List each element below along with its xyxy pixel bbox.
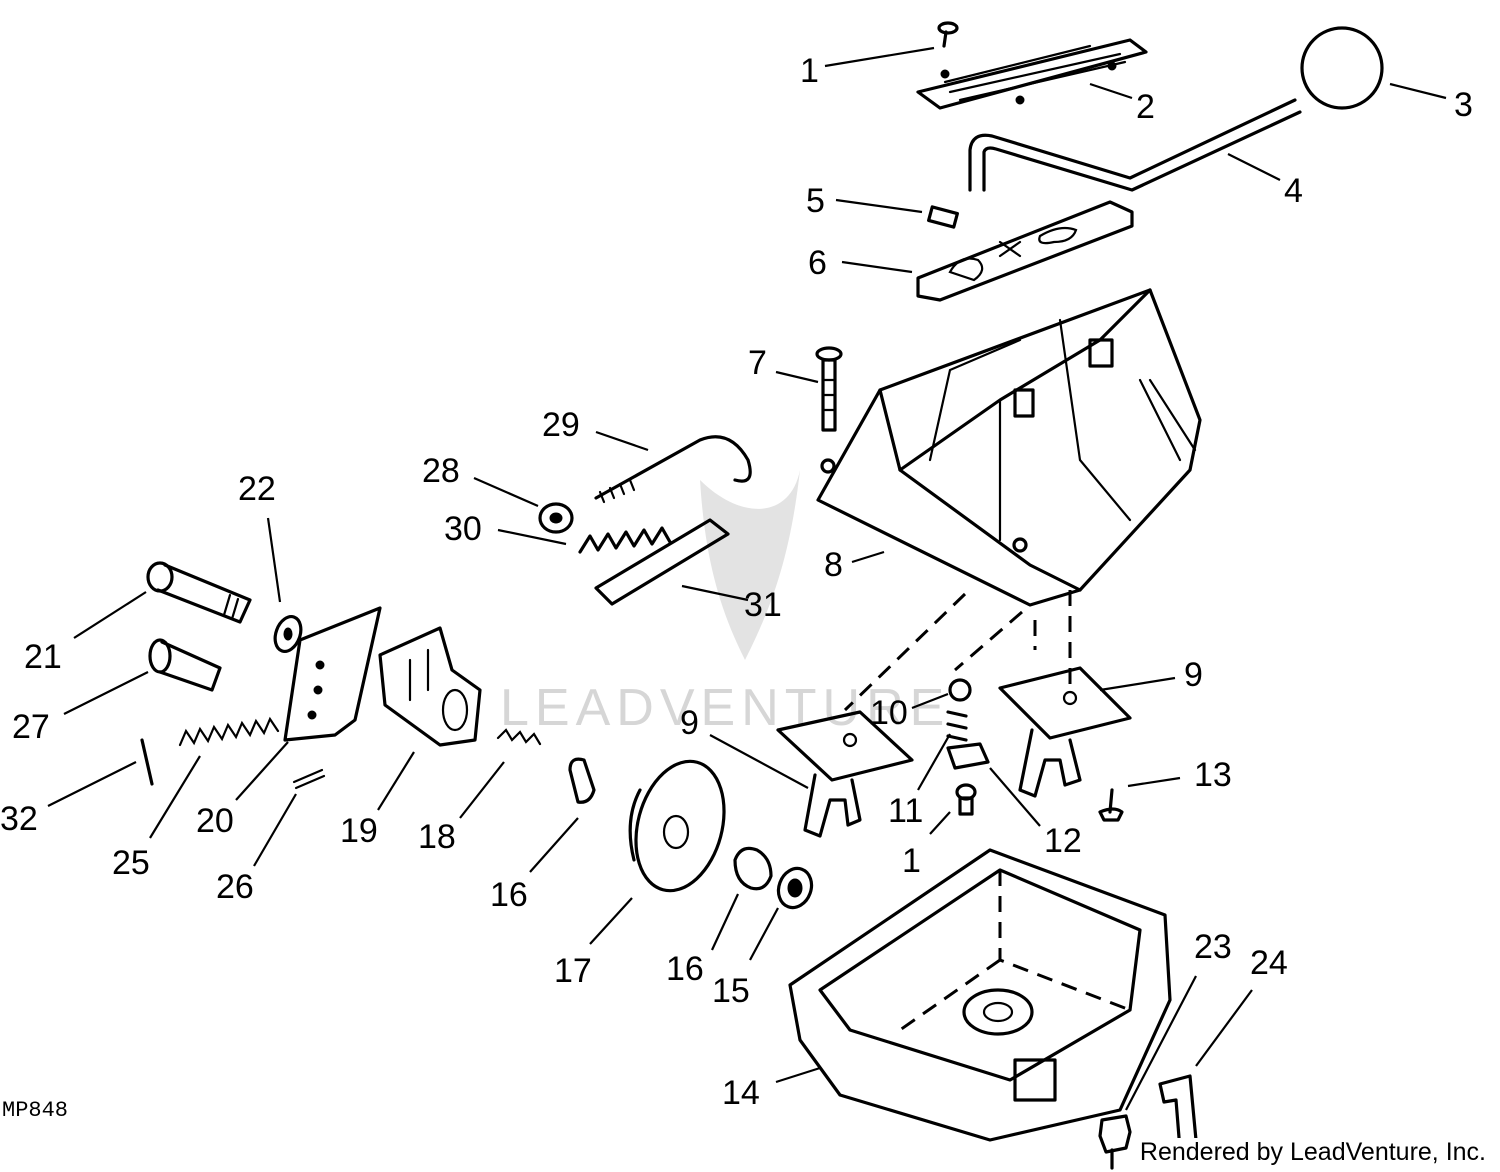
- callout-8: 8: [824, 546, 843, 584]
- part-26-pin: [292, 768, 326, 790]
- part-3-knob: [1300, 26, 1384, 110]
- part-9-shift-fork-right: [998, 666, 1132, 798]
- part-7-bolt: [815, 346, 843, 432]
- part-27-sleeve: [148, 638, 222, 692]
- watermark-logo: [700, 470, 800, 660]
- part-16-bushing-lower: [733, 846, 773, 891]
- callout-3: 3: [1454, 86, 1473, 124]
- part-32-cotter-pin: [140, 738, 154, 786]
- part-1-screw: [937, 21, 959, 48]
- callout-29: 29: [542, 406, 580, 444]
- callout-15: 15: [712, 972, 750, 1010]
- callout-24: 24: [1250, 944, 1288, 982]
- part-9-shift-fork-left: [776, 710, 914, 838]
- part-29-rod: [594, 435, 752, 504]
- callout-23: 23: [1194, 928, 1232, 966]
- part-25-spring: [178, 716, 280, 747]
- part-15-bearing: [776, 866, 814, 910]
- callout-14: 14: [722, 1074, 760, 1112]
- watermark-text: LEADVENTURE: [500, 679, 950, 737]
- callout-11: 11: [888, 792, 923, 830]
- callout-9-left: 9: [680, 704, 699, 742]
- part-2-plate: [916, 38, 1148, 110]
- part-6-shift-gate: [916, 200, 1134, 302]
- part-18-spring: [496, 728, 542, 746]
- part-31-shaft: [594, 518, 730, 606]
- part-23-fitting: [1098, 1114, 1132, 1170]
- part-8-upper-housing: [816, 288, 1202, 607]
- callout-17: 17: [554, 952, 592, 990]
- part-21-pin: [146, 561, 252, 624]
- callout-21: 21: [24, 638, 62, 676]
- part-1-screw-lower: [955, 783, 977, 816]
- callout-18: 18: [418, 818, 456, 856]
- part-30-spring: [578, 526, 672, 554]
- part-17-disc: [628, 759, 726, 893]
- callout-19: 19: [340, 812, 378, 850]
- callout-10: 10: [870, 694, 908, 732]
- callout-30: 30: [444, 510, 482, 548]
- callouts: 1 2 3 4 5 6 7 8 9 9 10 11 12 13 1 14 15 …: [0, 52, 1473, 1112]
- callout-20: 20: [196, 802, 234, 840]
- callout-26: 26: [216, 868, 254, 906]
- drawing-code: MP848: [2, 1098, 69, 1123]
- callout-28: 28: [422, 452, 460, 490]
- callout-12: 12: [1044, 822, 1082, 860]
- callout-31: 31: [744, 586, 782, 624]
- part-19-bracket: [378, 626, 482, 747]
- callout-16-left: 16: [490, 876, 528, 914]
- callout-7: 7: [748, 344, 767, 382]
- render-credit: Rendered by LeadVenture, Inc.: [1137, 1138, 1488, 1167]
- part-5-plug: [927, 205, 959, 229]
- part-12-block: [946, 742, 990, 770]
- leader-lines: [47, 46, 1447, 1111]
- part-28-nut: [538, 502, 574, 534]
- part-14-lower-housing: [788, 848, 1172, 1142]
- callout-13: 13: [1194, 756, 1232, 794]
- callout-25: 25: [112, 844, 150, 882]
- callout-9-right: 9: [1184, 656, 1203, 694]
- part-20-plate: [283, 606, 382, 742]
- callout-22: 22: [238, 470, 276, 508]
- part-11-clip: [946, 710, 968, 742]
- part-22-washer: [273, 614, 303, 654]
- part-4-shift-rod: [968, 98, 1302, 192]
- callout-27: 27: [12, 708, 50, 746]
- part-16-bushing-upper: [568, 757, 596, 804]
- callout-32: 32: [0, 800, 38, 838]
- alignment-lines: [843, 590, 1072, 712]
- callout-1-top: 1: [800, 52, 819, 90]
- callout-4: 4: [1284, 172, 1303, 210]
- callout-5: 5: [806, 182, 825, 220]
- part-13-screw: [1098, 788, 1124, 822]
- callout-2: 2: [1136, 88, 1155, 126]
- callout-16-right: 16: [666, 950, 704, 988]
- callout-1-lower: 1: [902, 842, 921, 880]
- callout-6: 6: [808, 244, 827, 282]
- part-10-ring: [948, 678, 972, 702]
